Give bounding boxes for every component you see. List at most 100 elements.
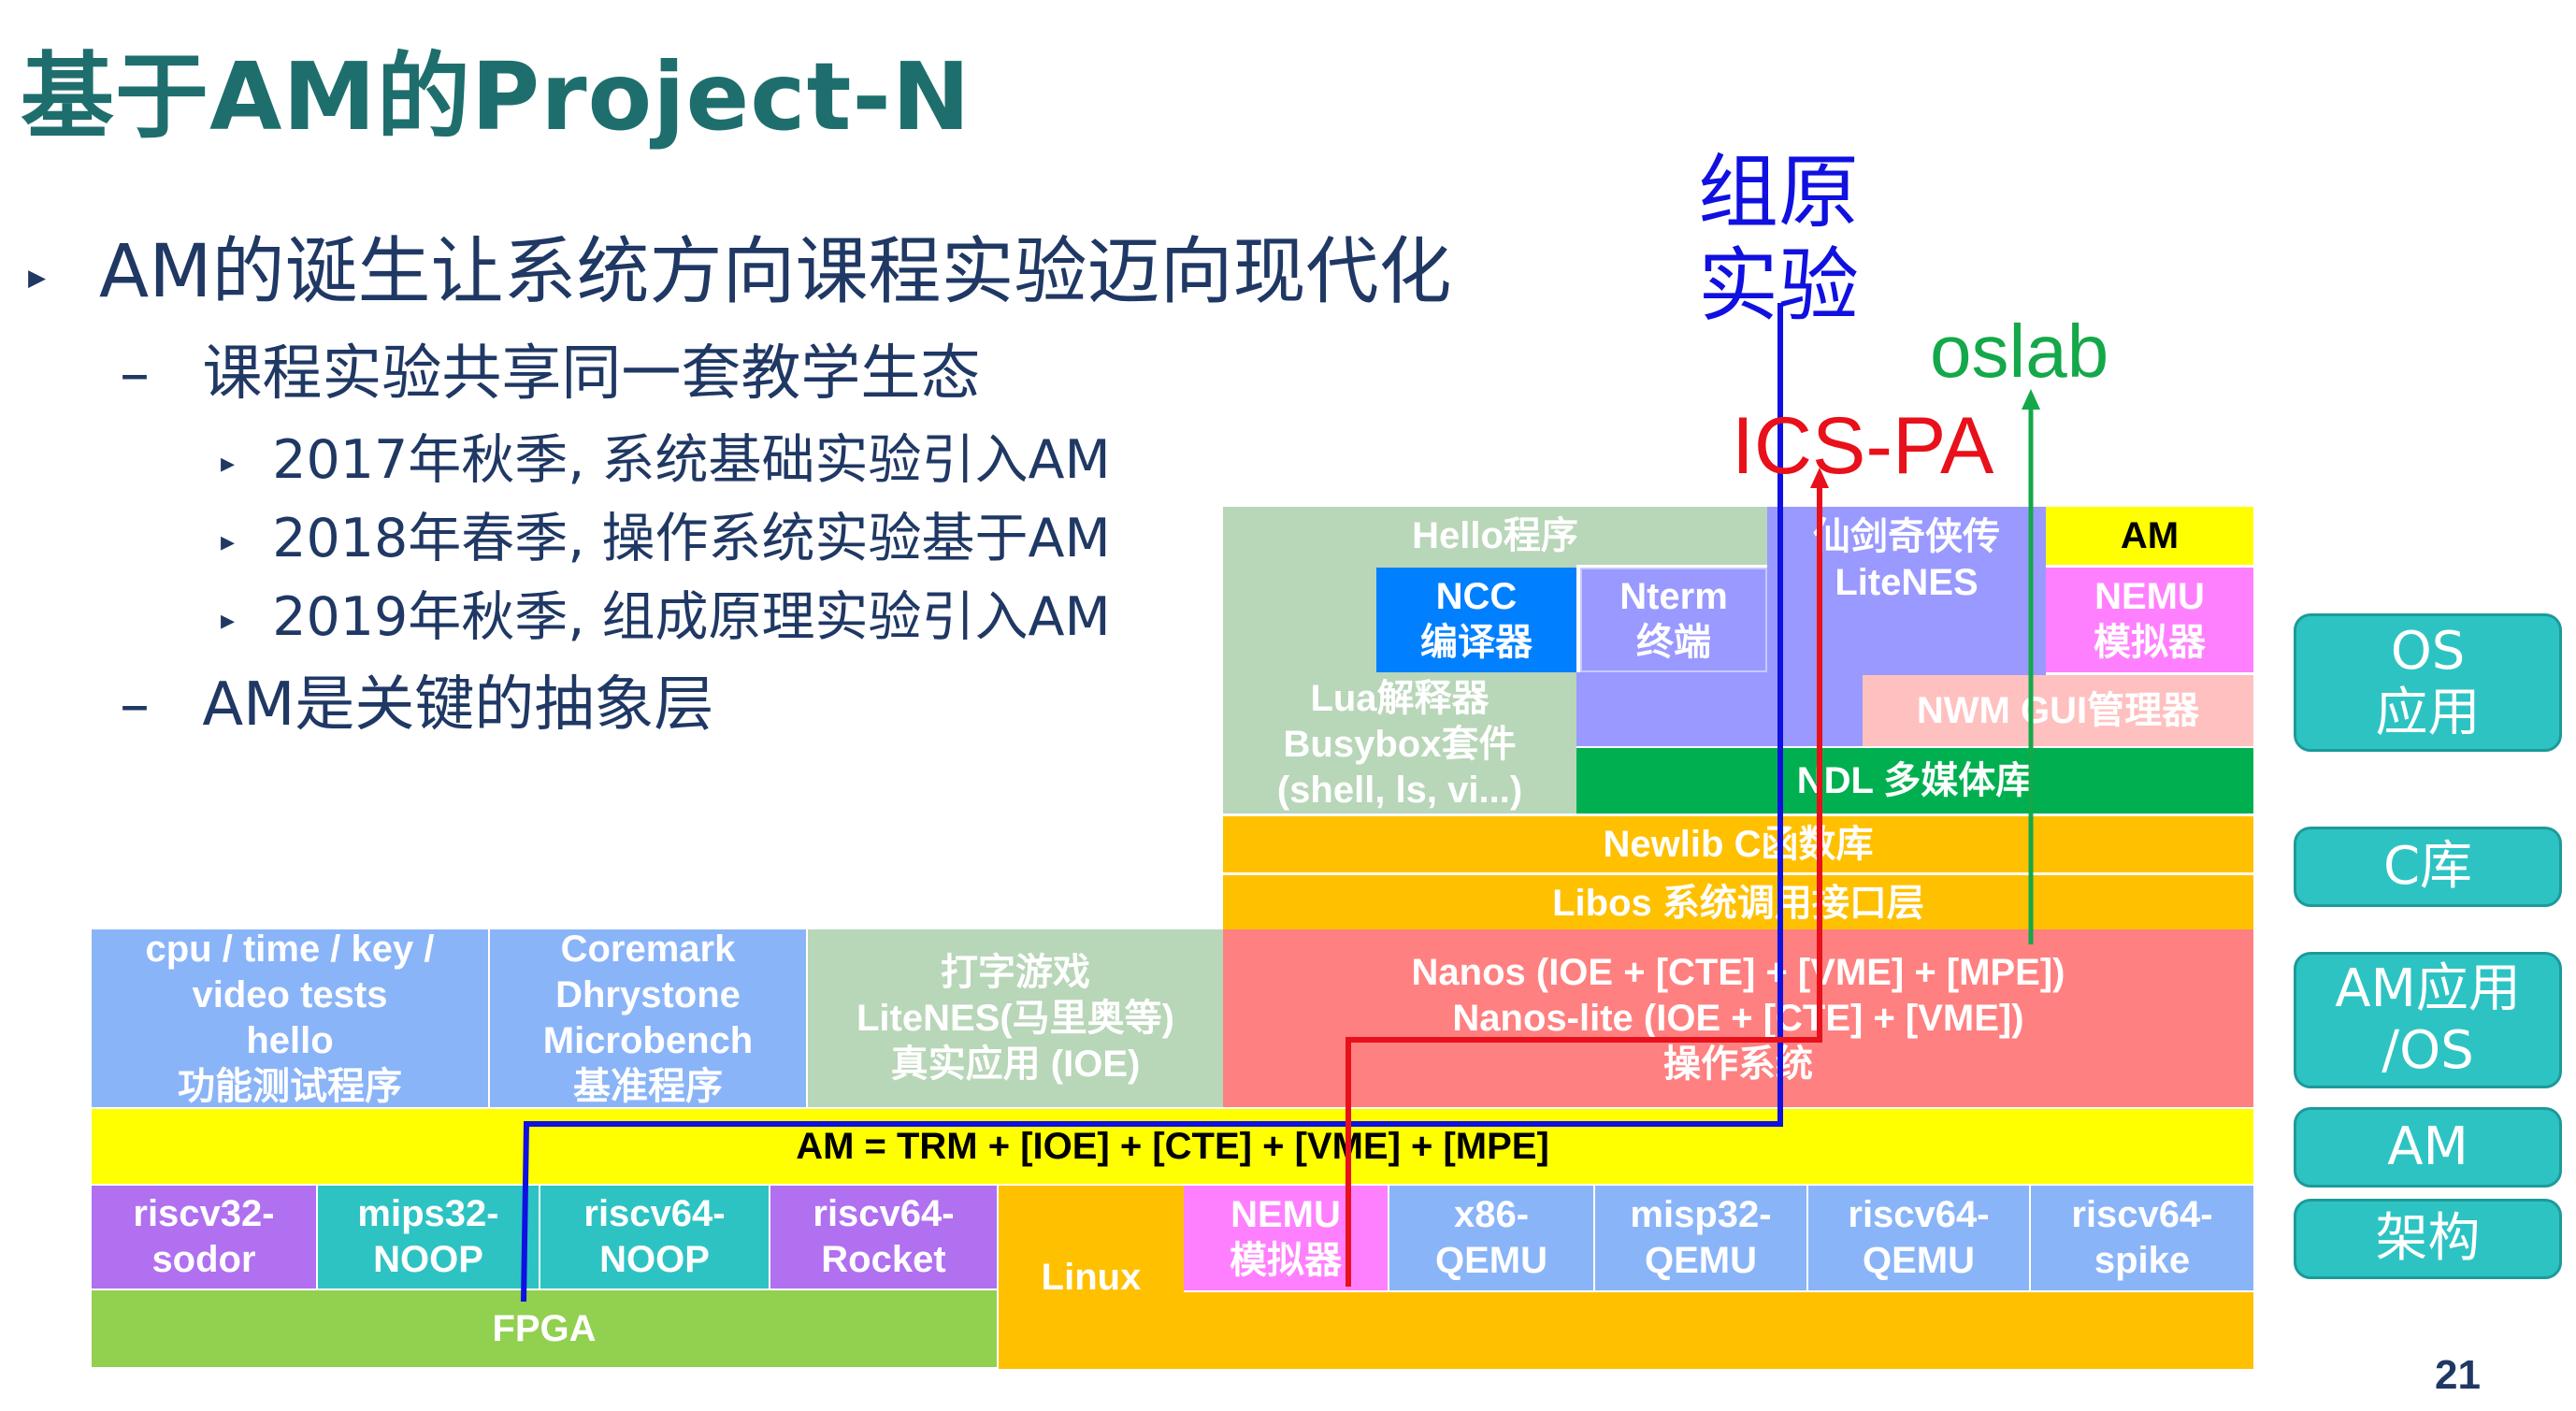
bullet-text: 课程实验共享同一套教学生态 xyxy=(202,339,981,409)
tests-line3: hello xyxy=(246,1020,334,1061)
x86-line1: x86- xyxy=(1453,1194,1530,1235)
x86-qemu-block: x86- QEMU xyxy=(1389,1186,1593,1290)
zuyuan-lab-label: 组原 实验 xyxy=(1698,146,1859,333)
am-layer-label: AM = TRM + [IOE] + [CTE] + [VME] + [MPE] xyxy=(796,1125,1549,1167)
x86-line2: QEMU xyxy=(1435,1240,1547,1281)
busybox-label: Busybox套件 xyxy=(1283,724,1517,765)
rv32-line2: sodor xyxy=(151,1239,256,1280)
legend-os-apps: OS 应用 xyxy=(2294,613,2562,752)
nterm-sub-label: 终端 xyxy=(1636,622,1711,663)
nterm-label: Nterm xyxy=(1619,576,1728,617)
nwm-gui-block: NWM GUI管理器 xyxy=(1863,675,2253,746)
icspa-path-line xyxy=(1346,479,1822,1287)
nterm-terminal-block: Nterm 终端 xyxy=(1580,568,1767,672)
zuyuan-line1: 组原 xyxy=(1698,146,1859,239)
page-title: 基于AM的Project-N xyxy=(21,42,971,151)
icspa-arrowhead xyxy=(1810,468,1829,488)
riscv64-rocket-block: riscv64- Rocket xyxy=(770,1186,997,1289)
games-line3: 真实应用 (IOE) xyxy=(890,1043,1141,1085)
pal-label: 仙剑奇侠传 xyxy=(1813,516,2000,557)
zuyuan-line2: 实验 xyxy=(1698,239,1859,333)
bench-line1: Coremark xyxy=(560,929,736,970)
nemu-top-label: NEMU xyxy=(2094,576,2205,617)
rv64q-line1: riscv64- xyxy=(1848,1194,1990,1235)
bullet-marker: – xyxy=(120,670,150,740)
legend-am: AM xyxy=(2294,1107,2562,1188)
icspa-label: ICS-PA xyxy=(1732,401,1994,491)
riscv64-spike-block: riscv64- spike xyxy=(2031,1186,2253,1290)
oslab-label: oslab xyxy=(1930,310,2109,393)
host-linux-base-block xyxy=(1184,1292,2253,1369)
spike-line2: spike xyxy=(2094,1240,2191,1281)
bench-line3: Microbench xyxy=(542,1020,754,1061)
rv64n-line2: NOOP xyxy=(599,1239,710,1280)
misp32-qemu-block: misp32- QEMU xyxy=(1595,1186,1806,1290)
ncc-sub-label: 编译器 xyxy=(1420,622,1533,663)
legend-os-line2: 应用 xyxy=(2375,683,2481,743)
rv32-line1: riscv32- xyxy=(133,1193,275,1234)
nemu-top-sub-label: 模拟器 xyxy=(2094,622,2206,663)
nterm-base-block xyxy=(1576,672,1863,746)
page-number: 21 xyxy=(2435,1352,2481,1398)
bullet-level2-a: – 课程实验共享同一套教学生态 xyxy=(120,325,980,411)
libos-label: Libos 系统调用接口层 xyxy=(1552,882,1924,924)
bullet-text: 2019年秋季, 组成原理实验引入AM xyxy=(272,586,1111,648)
libos-block: Libos 系统调用接口层 xyxy=(1223,875,2253,931)
bullet-marker: ▸ xyxy=(221,525,236,558)
nemu-b-line2: 模拟器 xyxy=(1230,1240,1342,1281)
nwm-label: NWM GUI管理器 xyxy=(1916,689,2200,731)
legend-amapp-line1: AM应用 xyxy=(2335,958,2521,1019)
legend-am-label: AM xyxy=(2387,1116,2468,1177)
bench-line4: 基准程序 xyxy=(573,1066,723,1107)
fpga-label: FPGA xyxy=(492,1307,597,1349)
legend-am-apps-os: AM应用 /OS xyxy=(2294,952,2562,1088)
nanos-line1: Nanos (IOE + [CTE] + [VME] + [MPE]) xyxy=(1411,952,2065,993)
benchmark-block: Coremark Dhrystone Microbench 基准程序 xyxy=(490,929,806,1107)
hello-program-block: Hello程序 xyxy=(1223,507,1767,565)
legend-clib: C库 xyxy=(2294,827,2562,907)
nanos-line3: 操作系统 xyxy=(1663,1044,1813,1085)
riscv64-noop-block: riscv64- NOOP xyxy=(540,1186,769,1289)
rv64q-line2: QEMU xyxy=(1863,1240,1975,1281)
newlib-block: Newlib C函数库 xyxy=(1223,816,2253,872)
rv64r-line2: Rocket xyxy=(821,1239,946,1280)
mips-line2: NOOP xyxy=(373,1239,483,1280)
bullet-level3-c: ▸ 2019年秋季, 组成原理实验引入AM xyxy=(221,574,1111,651)
bullet-marker: ▸ xyxy=(221,446,236,480)
newlib-label: Newlib C函数库 xyxy=(1603,823,1874,865)
legend-clib-label: C库 xyxy=(2382,836,2473,897)
legend-os-line1: OS xyxy=(2390,621,2466,682)
lua-label: Lua解释器 xyxy=(1310,678,1489,719)
misp-line1: misp32- xyxy=(1630,1194,1772,1235)
tests-line1: cpu / time / key / xyxy=(145,929,435,970)
real-apps-block: 打字游戏 LiteNES(马里奥等) 真实应用 (IOE) xyxy=(808,929,1223,1107)
busybox-tools-label: (shell, ls, vi...) xyxy=(1276,770,1523,811)
legend-arch-label: 架构 xyxy=(2375,1208,2481,1269)
litenes-label: LiteNES xyxy=(1835,562,1979,603)
riscv32-sodor-block: riscv32- sodor xyxy=(92,1186,316,1289)
games-line1: 打字游戏 xyxy=(941,951,1090,993)
bullet-level3-a: ▸ 2017年秋季, 系统基础实验引入AM xyxy=(221,417,1111,494)
bullet-text: 2018年春季, 操作系统实验基于AM xyxy=(272,508,1111,569)
ndl-media-block: NDL 多媒体库 xyxy=(1576,748,2253,813)
bullet-level2-b: – AM是关键的抽象层 xyxy=(120,656,713,742)
nemu-top-block: NEMU 模拟器 xyxy=(2046,568,2253,672)
rv64r-line1: riscv64- xyxy=(813,1193,955,1234)
ncc-label: NCC xyxy=(1435,576,1518,617)
bullet-level1: ▸ AM的诞生让系统方向课程实验迈向现代化 xyxy=(28,213,1452,318)
legend-arch: 架构 xyxy=(2294,1199,2562,1279)
linux-label: Linux xyxy=(1041,1256,1142,1298)
zuyuan-path-line xyxy=(521,303,1783,1303)
mips-line1: mips32- xyxy=(357,1193,499,1234)
bench-line2: Dhrystone xyxy=(555,974,741,1015)
am-top-label: AM xyxy=(2120,514,2180,556)
spike-line1: riscv64- xyxy=(2071,1194,2213,1235)
bullet-text: 2017年秋季, 系统基础实验引入AM xyxy=(272,429,1111,491)
nemu-emulator-block: NEMU 模拟器 xyxy=(1184,1186,1388,1290)
hello-label: Hello程序 xyxy=(1412,514,1578,556)
bullet-text: AM是关键的抽象层 xyxy=(202,670,714,740)
tests-line4: 功能测试程序 xyxy=(178,1066,402,1107)
tests-line2: video tests xyxy=(192,974,388,1015)
bullet-text: AM的诞生让系统方向课程实验迈向现代化 xyxy=(98,230,1452,314)
